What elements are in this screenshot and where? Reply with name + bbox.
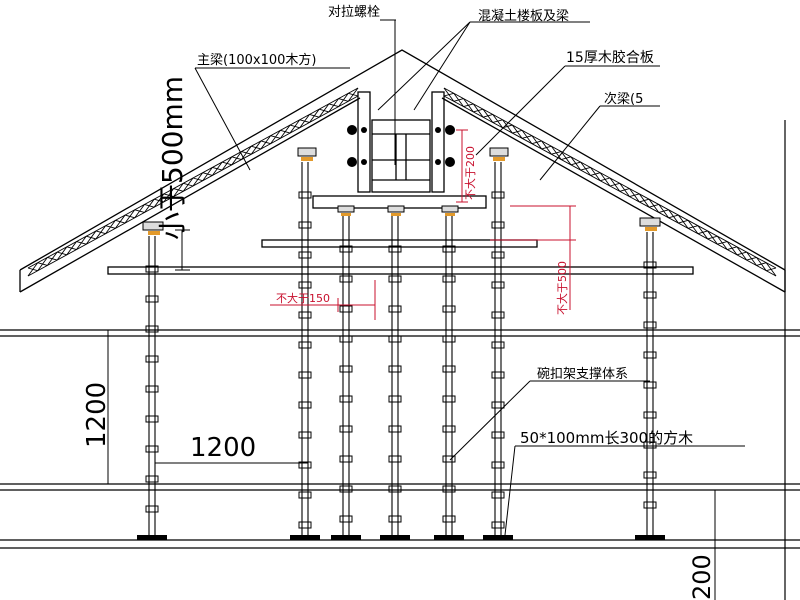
base-plate: [290, 535, 320, 540]
base-plate: [137, 535, 167, 540]
red-dimensions: [270, 129, 576, 320]
dim-not-more-150: 不大于150: [276, 291, 330, 305]
black-dimensions: [100, 229, 722, 600]
square-timber-label: 50*100mm长300的方木: [520, 429, 693, 447]
dim-v1200: 1200: [82, 382, 112, 448]
standard-pole: [298, 162, 312, 536]
tie-bolt-nuts: [347, 125, 455, 167]
roof-slab: [19, 49, 786, 293]
top-supports: [142, 147, 661, 231]
base-plates: [137, 535, 665, 540]
main-beam-label: 主梁(100x100木方): [197, 52, 316, 68]
main-beam-truss-right: [443, 87, 777, 277]
dim-h1200: 1200: [190, 433, 256, 463]
secondary-beam-label: 次梁(5: [604, 91, 643, 107]
leader-lines: [194, 19, 745, 536]
bowl-buckle-label: 碗扣架支撑体系: [537, 366, 628, 382]
base-plate: [635, 535, 665, 540]
dim-not-more-500-red: 不大于500: [555, 261, 569, 315]
standard-pole: [145, 236, 159, 536]
standard-pole: [643, 232, 657, 536]
base-plate: [331, 535, 361, 540]
ground-lines: [0, 120, 800, 600]
dim-not-more-500-large: 小于500mm: [156, 76, 189, 240]
base-plate: [483, 535, 513, 540]
jack-nuts: [148, 157, 657, 235]
standard-pole: [339, 216, 353, 536]
dim-bottom-200: 200: [688, 554, 716, 600]
base-plate: [434, 535, 464, 540]
plywood-label: 15厚木胶合板: [566, 49, 654, 66]
base-plate: [380, 535, 410, 540]
standard-pole: [442, 216, 456, 536]
concrete-slab-beam-label: 混凝土楼板及梁: [478, 8, 569, 24]
dim-not-more-200: 不大于200: [463, 146, 477, 200]
bowl-buckle-standards: [145, 162, 657, 536]
standard-pole: [491, 162, 505, 536]
standard-pole: [388, 216, 402, 536]
tie-bolt-label: 对拉螺栓: [328, 5, 380, 20]
main-beam-truss-left: [27, 87, 359, 277]
